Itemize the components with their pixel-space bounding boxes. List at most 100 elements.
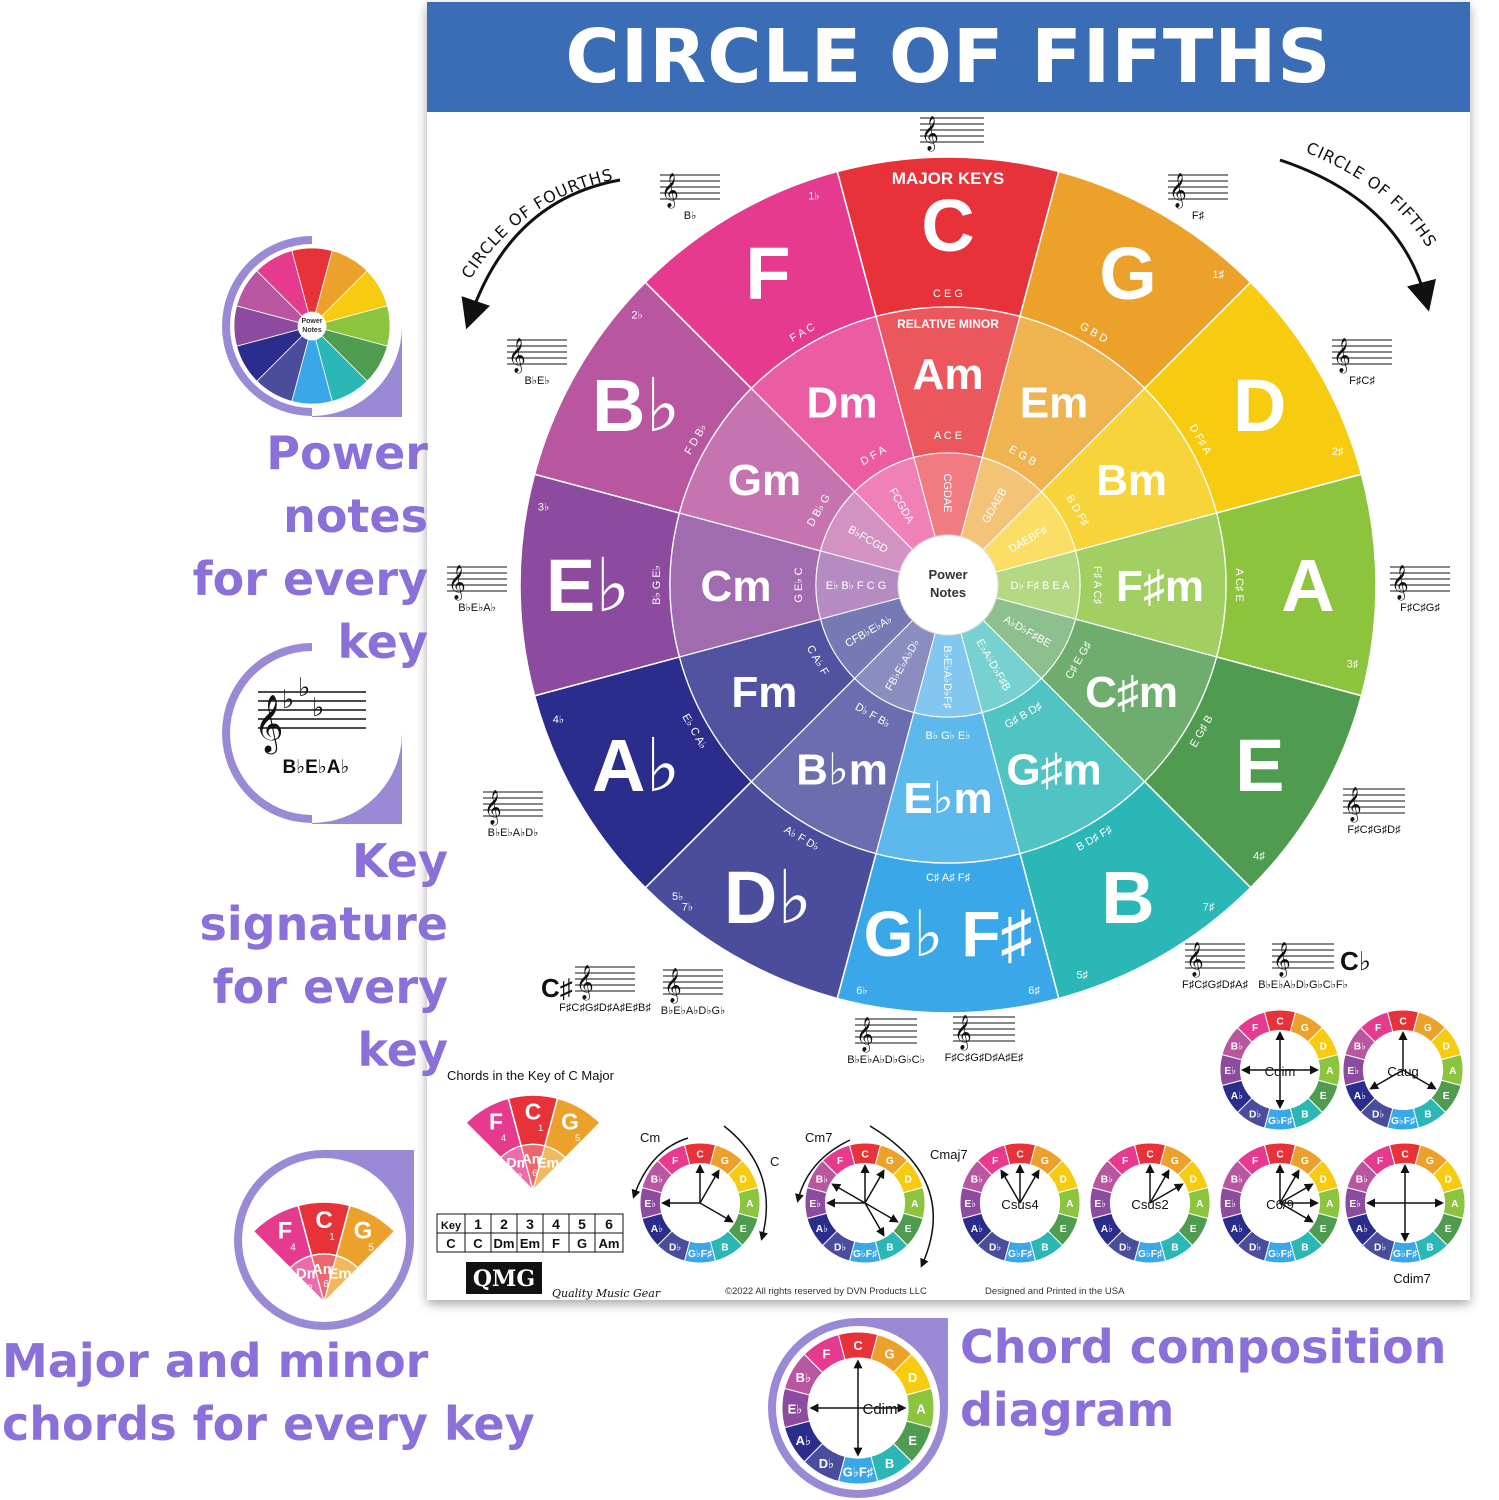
svg-text:𝄞: 𝄞 — [254, 694, 284, 755]
wedge-degree: 4 — [501, 1133, 506, 1144]
accidental-count: 4♯ — [1253, 850, 1265, 862]
key-signature-label: F♯C♯G♯D♯A♯E♯ — [945, 1052, 1024, 1064]
key-signature-label: F♯C♯G♯D♯A♯E♯B♯ — [559, 1002, 651, 1014]
wedge-minor-label: Em — [537, 1155, 559, 1171]
minor-key-label: F♯m — [1116, 562, 1204, 611]
svg-text:C: C — [1401, 1149, 1409, 1160]
svg-text:C: C — [696, 1149, 704, 1160]
wedge-degree: 3 — [547, 1172, 552, 1183]
wedge-major-label: C — [315, 1207, 332, 1234]
inset-cdim-label: Cdim — [862, 1401, 897, 1418]
major-key-label: A♭ — [592, 724, 680, 807]
svg-text:G: G — [1424, 1023, 1432, 1034]
table-header-cell: 4 — [552, 1216, 560, 1232]
table-cell: Dm — [494, 1236, 515, 1251]
svg-text:F: F — [1375, 1023, 1381, 1034]
mini-wheel-label: Cm7 — [805, 1130, 832, 1145]
accidental-count: 3♯ — [1347, 659, 1359, 671]
wedge-degree: 3 — [339, 1283, 345, 1294]
svg-text:E: E — [908, 1433, 917, 1448]
key-signature-staff: 𝄞F♯ — [1168, 173, 1228, 222]
chords-callout-line1: Major and minor — [2, 1334, 429, 1388]
svg-text:𝄞: 𝄞 — [576, 965, 594, 1001]
accidental-count: 1♯ — [1212, 269, 1224, 281]
svg-text:B♭: B♭ — [1231, 1174, 1243, 1185]
svg-text:B♭: B♭ — [816, 1174, 828, 1185]
svg-text:E♭: E♭ — [1094, 1199, 1106, 1210]
wedge-degree: 5 — [368, 1242, 374, 1253]
svg-text:A: A — [746, 1199, 754, 1210]
table-header-cell: Key — [441, 1220, 462, 1232]
qmg-logo: QMG — [466, 1262, 542, 1294]
wedge-minor-label: Am — [522, 1151, 545, 1167]
svg-text:G♭F♯: G♭F♯ — [853, 1249, 877, 1260]
wedge-minor-label: Em — [328, 1265, 351, 1282]
key-signature-label: B♭E♭A♭D♭ — [488, 827, 539, 839]
table-cell: Em — [520, 1236, 540, 1251]
svg-text:E♭: E♭ — [644, 1199, 656, 1210]
svg-text:A♭: A♭ — [1101, 1224, 1113, 1235]
table-header-cell: 3 — [526, 1216, 534, 1232]
key-signature-label: B♭E♭A♭D♭G♭ — [661, 1005, 725, 1017]
key-signature-staff: 𝄞F♯C♯G♯D♯A♯E♯ — [945, 1015, 1024, 1064]
svg-text:G♭F♯: G♭F♯ — [1268, 1116, 1292, 1127]
composition-callout-line1: Chord composition — [960, 1320, 1447, 1374]
svg-text:A♭: A♭ — [1231, 1224, 1243, 1235]
major-key-label: D — [1233, 364, 1286, 447]
major-key-label: C — [921, 184, 974, 267]
wedge-degree: 6 — [532, 1168, 537, 1179]
svg-text:E♭: E♭ — [1347, 1066, 1359, 1077]
svg-text:D♭: D♭ — [1249, 1242, 1261, 1253]
wedge-minor-label: Dm — [506, 1155, 529, 1171]
chords-callout: Major and minor chords for every key — [2, 1330, 535, 1456]
svg-text:A: A — [1066, 1199, 1074, 1210]
svg-text:E♭: E♭ — [1224, 1199, 1236, 1210]
svg-text:B♭: B♭ — [651, 1174, 663, 1185]
svg-text:𝄞: 𝄞 — [448, 565, 466, 601]
power-notes-callout-line1: Power notes — [266, 426, 428, 543]
svg-text:D♭: D♭ — [834, 1242, 846, 1253]
svg-text:G♭F♯: G♭F♯ — [1138, 1249, 1162, 1260]
title-banner: CIRCLE OF FIFTHS — [427, 2, 1470, 112]
svg-text:E: E — [1320, 1091, 1327, 1102]
mini-wheel-label: C6/9 — [1266, 1197, 1294, 1212]
svg-text:E: E — [1190, 1224, 1197, 1235]
svg-text:D♭: D♭ — [819, 1456, 834, 1471]
svg-text:G: G — [1041, 1156, 1049, 1167]
svg-text:F: F — [1122, 1156, 1128, 1167]
svg-text:D: D — [1319, 1174, 1326, 1185]
key-signature-staff: 𝄞F♯C♯ — [1332, 338, 1392, 387]
wedge-major-label: G — [561, 1109, 579, 1135]
svg-text:D♭: D♭ — [1249, 1109, 1261, 1120]
svg-text:B♭: B♭ — [1356, 1174, 1368, 1185]
key-signature-label: F♯ — [1192, 210, 1205, 222]
svg-text:D: D — [1444, 1174, 1451, 1185]
svg-text:CIRCLE OF FIFTHS: CIRCLE OF FIFTHS — [1304, 138, 1441, 251]
major-key-label: D♭ — [724, 856, 812, 939]
major-key-label: B♭ — [592, 364, 680, 447]
key-signature-staff: 𝄞B♭E♭ — [507, 338, 567, 387]
svg-text:G♭F♯: G♭F♯ — [688, 1249, 712, 1260]
power-notes-callout-line2: for every key — [192, 552, 428, 669]
svg-text:D: D — [1442, 1041, 1449, 1052]
wedge-major-label: F — [489, 1109, 503, 1135]
mini-wheel-label: Csus4 — [1001, 1197, 1038, 1212]
key-signature-callout: Key signature for every key — [118, 830, 449, 1082]
mini-wheel-label: Cdim — [1265, 1064, 1296, 1079]
main-wheel — [519, 156, 1377, 1014]
minor-chord-notes: B♭ G♭ E♭ — [926, 730, 971, 742]
inset-key-label: B♭E♭A♭ — [282, 757, 349, 778]
svg-text:E: E — [740, 1224, 747, 1235]
svg-text:F: F — [1252, 1156, 1258, 1167]
mini-wheel-label: Cm — [640, 1130, 660, 1145]
major-key-label: E♭ — [546, 544, 630, 627]
major-key-label: A — [1281, 544, 1334, 627]
